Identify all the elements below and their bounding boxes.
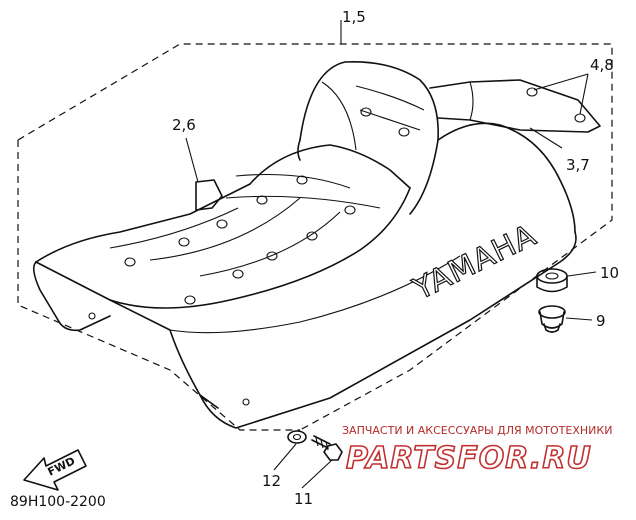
callout-12: 12 xyxy=(262,472,281,490)
drawing-code: 89H100-2200 xyxy=(10,494,106,510)
forward-arrow-icon: FWD xyxy=(23,449,87,491)
part-grommet-10 xyxy=(536,268,568,293)
part-bolt-11 xyxy=(311,435,343,461)
callout-2-6: 2,6 xyxy=(172,116,196,134)
part-collar-9 xyxy=(538,305,566,333)
seat-body xyxy=(32,61,601,429)
part-washer-12 xyxy=(287,430,307,444)
callout-11: 11 xyxy=(294,490,313,508)
callout-9: 9 xyxy=(596,312,606,330)
assembly-boundary xyxy=(17,43,613,431)
watermark-subtitle: ЗАПЧАСТИ И АКСЕССУАРЫ ДЛЯ МОТОТЕХНИКИ xyxy=(342,424,612,437)
callout-10: 10 xyxy=(600,264,619,282)
leader-lines xyxy=(185,20,597,489)
seat-brand-logo: YAMAHA xyxy=(407,218,542,308)
callout-3-7: 3,7 xyxy=(566,156,590,174)
callout-1-5: 1,5 xyxy=(342,8,366,26)
watermark: ЗАПЧАСТИ И АКСЕССУАРЫ ДЛЯ МОТОТЕХНИКИ PA… xyxy=(342,424,612,477)
watermark-logo: PARTSFOR.RU xyxy=(346,441,592,476)
callout-4-8: 4,8 xyxy=(590,56,614,74)
